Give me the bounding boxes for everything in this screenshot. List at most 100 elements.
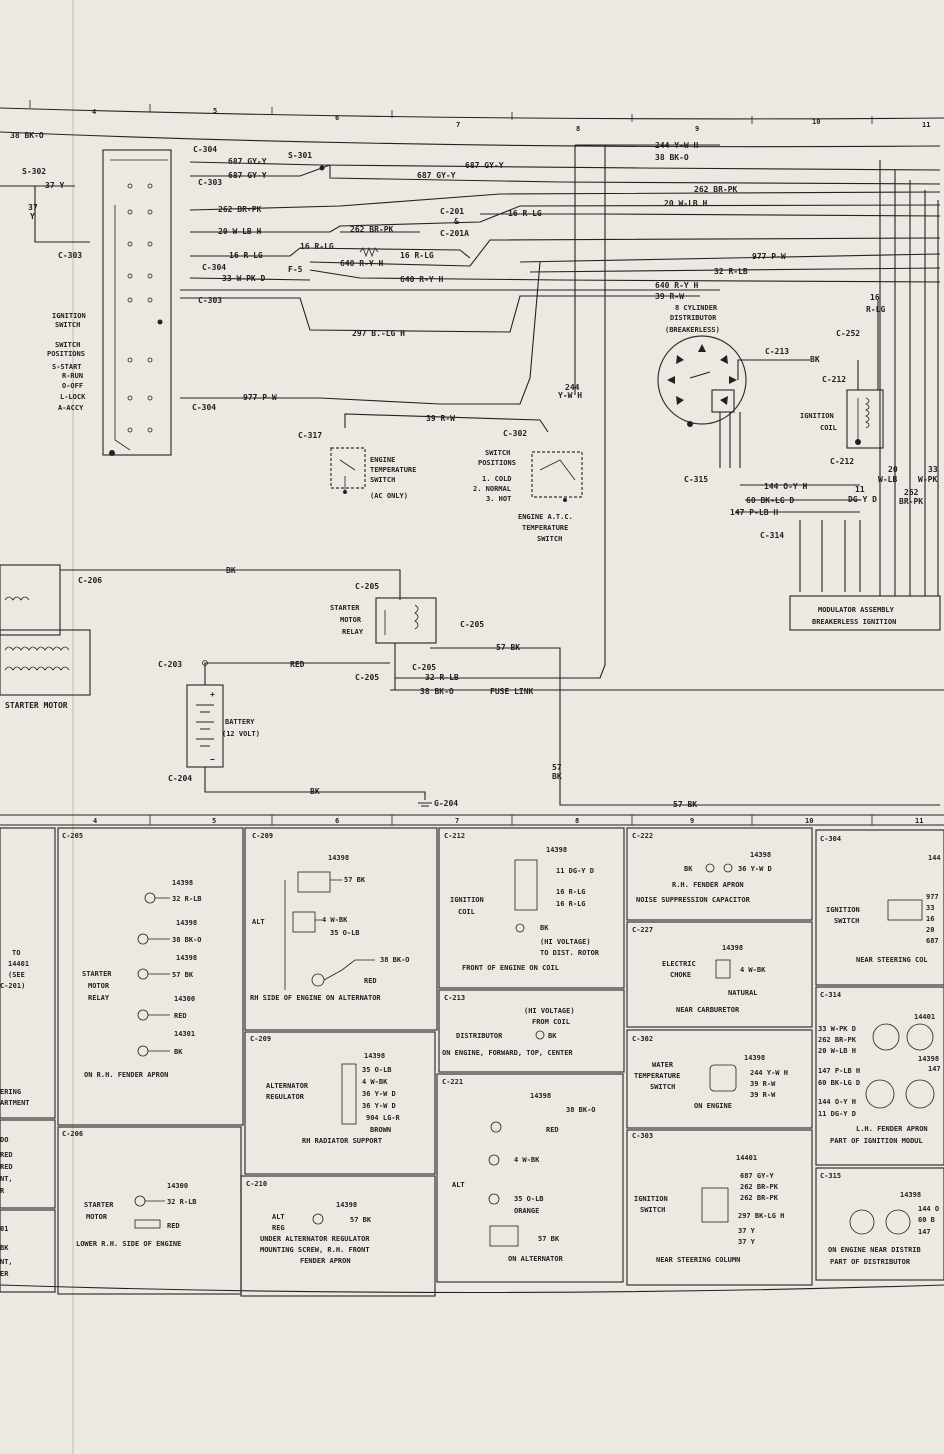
connector-label: C-304 xyxy=(193,145,217,154)
text: 11 DG-Y D xyxy=(818,1110,856,1118)
wire-label: 297 B.-LG H xyxy=(352,329,405,338)
grid-num: 4 xyxy=(93,817,97,825)
text: 33 W-PK D xyxy=(818,1025,856,1033)
connector-table xyxy=(0,827,944,1297)
text: 144 O xyxy=(918,1205,939,1213)
wire-label: 147 P-LB H xyxy=(730,508,778,517)
text: 16 R-LG xyxy=(556,900,586,908)
text: 33 xyxy=(926,904,934,912)
connector-label: C-205 xyxy=(412,663,436,672)
label: FUSE LINK xyxy=(490,687,534,696)
grid-num: 6 xyxy=(335,114,339,122)
text: 37 Y xyxy=(738,1227,756,1235)
connector-label: F-5 xyxy=(288,265,303,274)
distributor: 8 CYLINDER DISTRIBUTOR (BREAKERLESS) C-2… xyxy=(657,304,820,484)
label: S-START xyxy=(52,363,82,371)
text: 262 BR-PK xyxy=(740,1183,779,1191)
text: 14401 xyxy=(8,960,29,968)
label: L-LOCK xyxy=(60,393,86,401)
text: IGNITION xyxy=(634,1195,668,1203)
text: 14398 xyxy=(336,1201,357,1209)
text: BROWN xyxy=(370,1126,391,1134)
text: ALT xyxy=(272,1213,285,1221)
text: 57 BK xyxy=(350,1216,372,1224)
text: TO xyxy=(12,949,20,957)
wire-label: 20 W-LB H xyxy=(218,227,262,236)
wire-label: Y xyxy=(30,212,35,221)
text: 687 GY-Y xyxy=(740,1172,775,1180)
connector-label: C-205 xyxy=(355,673,379,682)
text: 14398 xyxy=(176,919,197,927)
connector-label: C-201 xyxy=(440,207,464,216)
wire-label: BK xyxy=(810,355,820,364)
wire-label: 39 R-W xyxy=(426,414,455,423)
engine-temperature-switch: ENGINE TEMPERATURE SWITCH (AC ONLY) xyxy=(330,447,416,500)
text: ELECTRIC xyxy=(662,960,696,968)
connector-label: C-212 xyxy=(822,375,846,384)
text: MOTOR xyxy=(86,1213,108,1221)
text: SWITCH xyxy=(650,1083,675,1091)
connector-label: C-304 xyxy=(192,403,216,412)
text: RH RADIATOR SUPPORT xyxy=(302,1137,382,1145)
panel-id: C-315 xyxy=(820,1172,841,1180)
panel-id: C-304 xyxy=(820,835,841,843)
wire-label: 37 xyxy=(28,203,38,212)
text: 57 BK xyxy=(344,876,366,884)
panel-id: C-209 xyxy=(252,832,273,840)
label: 3. HOT xyxy=(486,495,511,503)
label: 8 CYLINDER xyxy=(675,304,718,312)
connector-label: S-301 xyxy=(288,151,312,160)
text: 38 BK-O xyxy=(566,1106,596,1114)
grid-num: 6 xyxy=(335,817,339,825)
label: (AC ONLY) xyxy=(370,492,408,500)
text: RED xyxy=(167,1222,180,1230)
connector-label: S-302 xyxy=(22,167,46,176)
text: 38 BK-O xyxy=(380,956,410,964)
text: 14300 xyxy=(174,995,195,1003)
text: 687 xyxy=(926,937,939,945)
text: BK xyxy=(174,1048,183,1056)
text: 244 Y-W H xyxy=(750,1069,788,1077)
text: 14398 xyxy=(546,846,567,854)
text: 904 LG-R xyxy=(366,1114,401,1122)
wire-label: 687 GY-Y xyxy=(417,171,456,180)
text: FROM COIL xyxy=(532,1018,570,1026)
text: L.H. FENDER APRON xyxy=(856,1125,928,1133)
text: R xyxy=(0,1187,5,1195)
connector-label: C-317 xyxy=(298,431,322,440)
ignition-switch: IGNITION SWITCH SWITCH POSITIONS S-START… xyxy=(47,149,172,456)
text: SWITCH xyxy=(640,1206,665,1214)
connector-label: C-303 xyxy=(198,296,222,305)
text: RELAY xyxy=(88,994,110,1002)
panel-c304: C-304 144 IGNITION SWITCH 977 33 16 20 6… xyxy=(820,835,941,964)
label: BREAKERLESS IGNITION xyxy=(812,618,896,626)
panel-c315: C-315 14398 144 O 60 B 147 ON ENGINE NEA… xyxy=(820,1172,939,1266)
grid-num: 9 xyxy=(690,817,694,825)
text: 262 BR-PK xyxy=(818,1036,857,1044)
connector-label: C-203 xyxy=(158,660,182,669)
text: 297 BK-LG H xyxy=(738,1212,784,1220)
text: 39 R-W xyxy=(750,1091,776,1099)
text: TO DIST. ROTOR xyxy=(540,949,600,957)
panel-c206: C-206 14300 STARTER MOTOR 32 R-LB RED LO… xyxy=(62,1130,197,1248)
label: SWITCH xyxy=(55,321,80,329)
text: 14401 xyxy=(736,1154,757,1162)
label: IGNITION xyxy=(800,412,834,420)
text: 20 W-LB H xyxy=(818,1047,856,1055)
label: SWITCH xyxy=(537,535,562,543)
text: DO xyxy=(0,1136,8,1144)
wire-label: 640 R-Y H xyxy=(655,281,699,290)
svg-text:+: + xyxy=(210,690,215,699)
grid-num: 7 xyxy=(456,121,460,129)
wire-label: W-PK xyxy=(918,475,937,484)
wire-label: 244 xyxy=(565,383,580,392)
panel-c302: C-302 14398 WATER TEMPERATURE SWITCH 244… xyxy=(632,1035,788,1110)
svg-text:−: − xyxy=(210,755,215,764)
starter-circuit: STARTER MOTOR BK C-206 STARTER MOTOR REL… xyxy=(0,145,944,809)
wire-label: 640 R-Y H xyxy=(400,275,444,284)
text: 14401 xyxy=(914,1013,935,1021)
label: DISTRIBUTOR xyxy=(670,314,717,322)
text: 147 xyxy=(918,1228,931,1236)
text: 147 P-LB H xyxy=(818,1067,860,1075)
connector-label: C-205 xyxy=(460,620,484,629)
